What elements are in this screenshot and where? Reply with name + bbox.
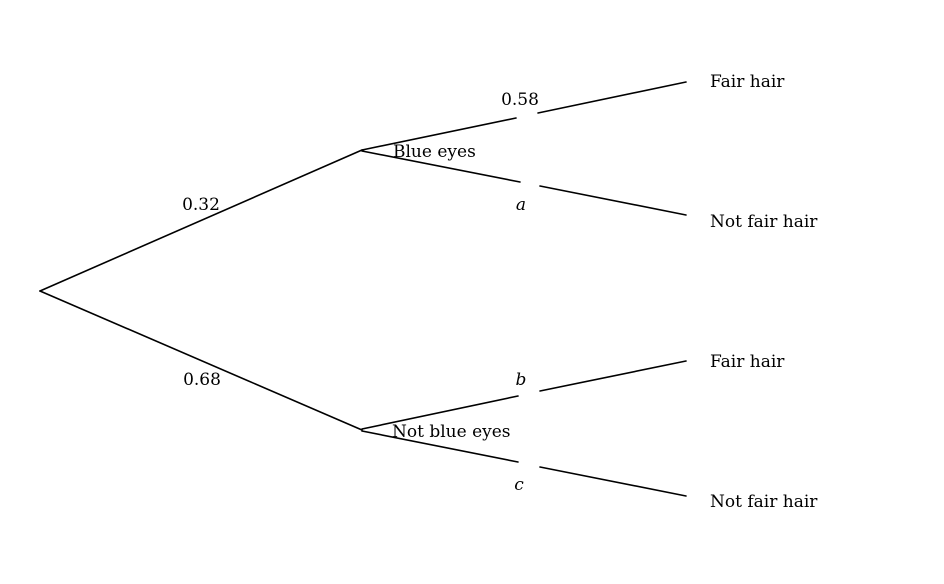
probability-label-notblue-notfair: c — [514, 475, 524, 495]
branch-line-blue-notfair-right — [539, 185, 687, 216]
leaf-label-blue-notfair: Not fair hair — [710, 212, 818, 232]
leaf-label-notblue-fair: Fair hair — [710, 352, 785, 372]
probability-label-blue-notfair: a — [516, 195, 526, 215]
branch-line-blue-notfair-left — [361, 150, 521, 183]
branch-line-not-blue-eyes — [39, 290, 363, 431]
leaf-label-blue-fair: Fair hair — [710, 72, 785, 92]
leaf-label-notblue-notfair: Not fair hair — [710, 492, 818, 512]
branch-line-notblue-fair-left — [361, 395, 519, 430]
branch-line-notblue-notfair-left — [361, 430, 519, 463]
node-label-not-blue-eyes: Not blue eyes — [392, 422, 511, 442]
probability-label-blue-eyes: 0.32 — [182, 195, 220, 215]
branch-line-blue-eyes — [39, 149, 363, 292]
branch-line-blue-fair-right — [537, 81, 687, 114]
probability-label-notblue-fair: b — [516, 370, 527, 390]
probability-label-blue-fair: 0.58 — [501, 90, 539, 110]
node-label-blue-eyes: Blue eyes — [393, 142, 476, 162]
branch-line-notblue-fair-right — [539, 360, 687, 392]
branch-line-blue-fair-left — [361, 117, 517, 151]
probability-label-not-blue-eyes: 0.68 — [183, 370, 221, 390]
branch-line-notblue-notfair-right — [539, 466, 687, 497]
